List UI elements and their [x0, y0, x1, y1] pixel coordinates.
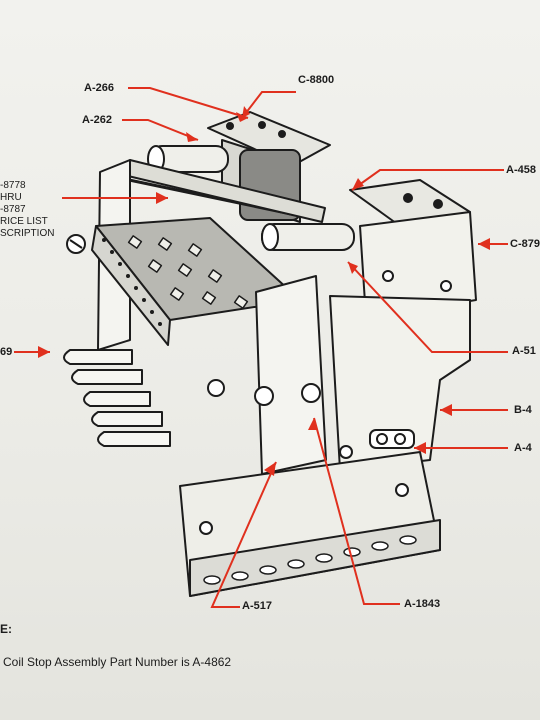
- plunger-rod-lower: [261, 223, 355, 251]
- perforated-tray: [91, 217, 301, 346]
- callout-a-1843: A-1843: [404, 598, 441, 610]
- side-note-line2: HRU: [0, 192, 22, 203]
- right-side-bracket: [329, 295, 471, 471]
- right-upper-block: [349, 179, 477, 319]
- callout-arrowheads: [38, 106, 490, 476]
- callout-a-4: A-4: [514, 442, 532, 454]
- callout-leaders: [14, 87, 508, 608]
- callout-c-879: C-879: [510, 238, 540, 250]
- plunger-rod-upper: [147, 145, 229, 173]
- callout-69: 69: [0, 346, 13, 358]
- side-note-line4: RICE LIST: [0, 216, 48, 227]
- note-text: Coil Stop Assembly Part Number is A-4862: [3, 655, 232, 669]
- callout-a-262: A-262: [82, 114, 112, 126]
- callout-b-4: B-4: [514, 404, 532, 416]
- callout-a-51: A-51: [512, 345, 536, 357]
- center-frame: [207, 275, 352, 475]
- callout-a-266: A-266: [84, 82, 114, 94]
- callout-a-517: A-517: [242, 600, 272, 612]
- callout-c-8800: C-8800: [298, 74, 335, 86]
- base-plate: [179, 451, 441, 597]
- side-note-line1: -8778: [0, 180, 26, 191]
- selector-fingers: [63, 349, 171, 447]
- side-note-line3: -8787: [0, 204, 26, 215]
- side-note-line5: SCRIPTION: [0, 228, 55, 239]
- callout-a-458: A-458: [506, 164, 536, 176]
- note-heading: E:: [0, 622, 12, 636]
